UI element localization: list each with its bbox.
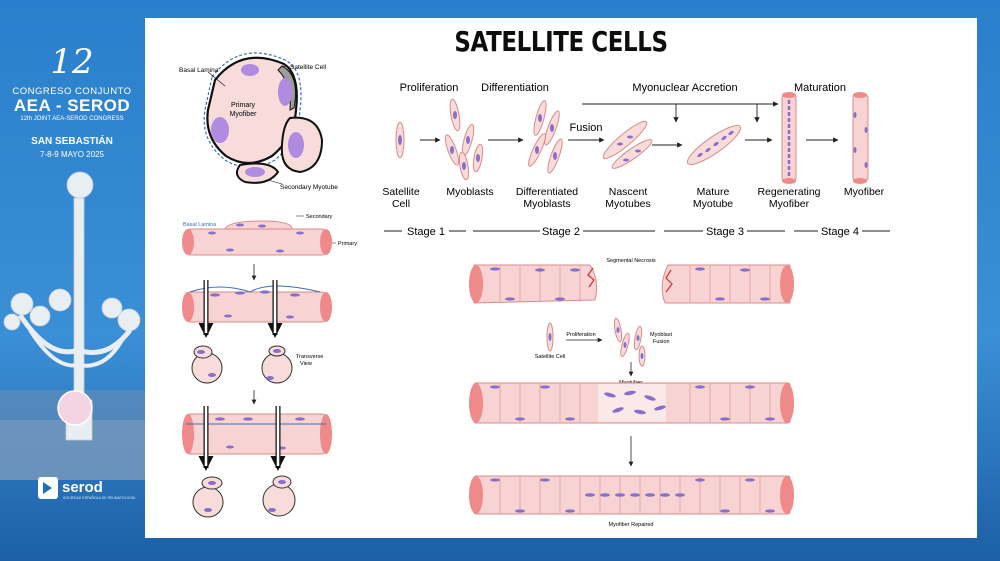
primary-myofiber-label-1: Primary — [231, 102, 256, 109]
myoblast-fusion-label-1: Myoblast — [650, 332, 672, 338]
maturation-label: Maturation — [794, 82, 846, 94]
myofiber-repaired-label: Myofiber Repaired — [609, 522, 654, 528]
segmental-necrosis-label: Segmental Necrosis — [606, 258, 655, 264]
congress-number: 12 — [50, 42, 94, 82]
cell-label-myofiber: Myofiber — [844, 186, 885, 198]
division-primary-label: Primary — [338, 241, 357, 247]
cell-label-mature: Mature — [697, 186, 730, 198]
congress-english-name: 12th JOINT AEA-SEROD CONGRESS — [20, 116, 124, 122]
cell-label-regenerating: Regenerating — [757, 186, 820, 198]
satellite-cell-label: Satellite Cell — [290, 64, 327, 71]
myoblast-fusion-label-2: Fusion — [653, 339, 670, 345]
sponsor-subtitle: SOCIEDAD ESPAÑOLA DE REUMATOLOGÍA — [63, 496, 136, 500]
cell-label-differentiated-2: Myoblasts — [523, 198, 570, 210]
cell-label-mature-2: Myotube — [693, 198, 733, 210]
proliferation-label: Proliferation — [400, 82, 459, 94]
repair-satellite-cell-label: Satellite Cell — [535, 354, 566, 360]
stage-1-label: Stage 1 — [407, 226, 445, 238]
cell-label-regenerating-2: Myofiber — [769, 198, 810, 210]
repair-proliferation-label: Proliferation — [566, 332, 595, 338]
transverse-view-label-1: Transverse — [296, 354, 323, 360]
transverse-view-label-2: View — [300, 361, 312, 367]
congress-dates: 7-8-9 MAYO 2025 — [40, 150, 104, 159]
congress-subtitle: CONGRESO CONJUNTO — [12, 86, 132, 97]
cell-label-satellite: Satellite — [382, 186, 420, 198]
regeneration-process-diagram: Proliferation Differentiation Myonuclear… — [382, 82, 890, 238]
sponsor-name: serod — [62, 479, 103, 496]
cell-label-nascent-2: Myotubes — [605, 198, 651, 210]
secondary-myotube-label: Secondary Myotube — [280, 184, 338, 191]
stage-3-label: Stage 3 — [706, 226, 744, 238]
congress-name: AEA - SEROD — [13, 96, 131, 115]
basal-lamina-label: Basal Lamina — [179, 67, 219, 74]
cell-label-myoblasts: Myoblasts — [446, 186, 493, 198]
satellite-cell-figure: Basal Lamina Satellite Cell Primary Myof… — [179, 52, 890, 528]
division-basal-lamina-label: Basal Lamina — [183, 222, 217, 228]
congress-city: SAN SEBASTIÁN — [31, 136, 113, 147]
slide-title: SATELLITE CELLS — [454, 25, 668, 58]
division-secondary-label: Secondary — [306, 214, 333, 220]
differentiation-label: Differentiation — [481, 82, 549, 94]
cell-label-nascent: Nascent — [609, 186, 648, 198]
fusion-label: Fusion — [569, 122, 602, 134]
myonuclear-accretion-label: Myonuclear Accretion — [632, 82, 737, 94]
cross-section-diagram: Basal Lamina Satellite Cell Primary Myof… — [179, 52, 338, 191]
slide-panel: SATELLITE CELLS Basal Lamina — [145, 18, 977, 538]
division-diagram: Basal Lamina Secondary Primary — [182, 214, 357, 518]
stage-4-label: Stage 4 — [821, 226, 859, 238]
primary-myofiber-label-2: Myofiber — [230, 111, 258, 118]
congress-seal — [57, 390, 93, 426]
cell-label-differentiated: Differentiated — [516, 186, 578, 198]
repair-diagram: Segmental Necrosis Satellite Cell Prolif… — [469, 258, 794, 528]
serod-logo-icon — [38, 477, 58, 499]
lamp-post-illustration — [3, 171, 141, 441]
cell-label-satellite-2: Cell — [392, 198, 410, 210]
stage-2-label: Stage 2 — [542, 226, 580, 238]
